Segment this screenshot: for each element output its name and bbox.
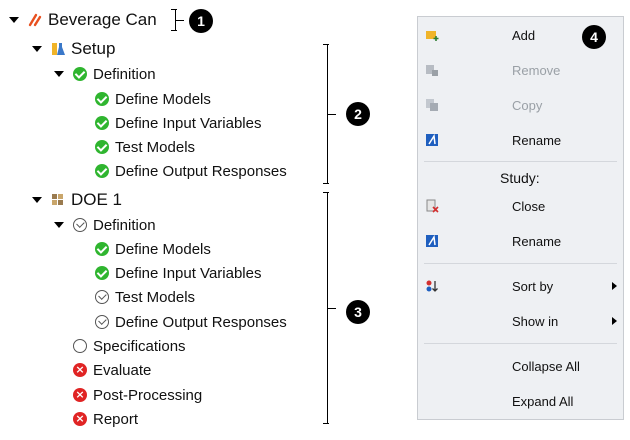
error-x-icon: × [72,387,88,403]
menu-item-expand-all[interactable]: Expand All [418,386,623,416]
sort-icon [426,280,438,292]
collapse-arrow-icon[interactable] [32,46,42,52]
tree-node-label: Define Input Variables [115,264,262,282]
tree-node-doe-define-models[interactable]: Define Models [94,237,211,261]
error-x-icon: × [72,362,88,378]
menu-item-label: Rename [512,233,562,249]
doe-cube-icon [50,192,66,208]
partial-check-icon [94,289,110,305]
tree-node-setup-define-input-variables[interactable]: Define Input Variables [94,111,261,135]
menu-item-rename-study[interactable]: Rename [418,226,623,256]
menu-item-label: Expand All [512,393,574,409]
collapse-arrow-icon[interactable] [54,71,64,77]
tree-node-label: Definition [93,65,156,83]
menu-item-sort-by[interactable]: Sort by [418,271,623,301]
tree-node-label: Define Models [115,90,211,108]
project-logo-icon [27,12,43,28]
context-menu: Add 4 Remove Copy Rename Study: Close Re… [417,16,624,420]
menu-item-label: Add [512,27,536,43]
tree-node-label: Definition [93,216,156,234]
menu-item-close[interactable]: Close [418,191,623,221]
tree-node-label: Setup [71,39,116,58]
tree-node-evaluate[interactable]: × Evaluate [72,358,151,382]
tree-node-label: Define Output Responses [115,162,287,180]
menu-item-label: Collapse All [512,358,580,374]
collapse-arrow-icon[interactable] [32,197,42,203]
tree-node-specifications[interactable]: Specifications [72,334,186,358]
complete-check-icon [94,163,110,179]
tree-node-label: Post-Processing [93,386,203,404]
callout-badge-4: 4 [582,25,606,49]
callout-badge-3: 3 [346,300,370,324]
tree-node-doe-define-output-responses[interactable]: Define Output Responses [94,310,287,334]
callout-badge-1: 1 [189,9,213,33]
tree-node-label: Test Models [115,138,196,156]
menu-separator [424,343,617,344]
menu-item-remove[interactable]: Remove [418,55,623,85]
tree-node-label: Specifications [93,337,186,355]
tree-node-report[interactable]: × Report [72,407,138,431]
menu-item-collapse-all[interactable]: Collapse All [418,351,623,381]
submenu-arrow-icon [612,282,617,290]
tree-node-doe-define-input-variables[interactable]: Define Input Variables [94,261,261,285]
tree-node-doe-test-models[interactable]: Test Models [94,285,195,309]
callout-badge-2: 2 [346,102,370,126]
complete-check-icon [94,265,110,281]
tree-node-root[interactable]: Beverage Can [9,8,157,32]
bracket [170,9,184,31]
tree-node-label: Define Input Variables [115,114,262,132]
menu-item-label: Copy [512,97,543,113]
tree-node-label: Report [93,410,139,428]
tree-node-label: Define Models [115,240,211,258]
tree-node-setup-test-models[interactable]: Test Models [94,135,195,159]
partial-check-icon [72,217,88,233]
tree-node-setup-define-output-responses[interactable]: Define Output Responses [94,159,287,183]
menu-item-label: Sort by [512,278,554,294]
tree-node-label: Define Output Responses [115,313,287,331]
tree-node-setup[interactable]: Setup [32,37,115,61]
complete-check-icon [94,115,110,131]
menu-item-add[interactable]: Add [418,20,623,50]
tree-node-label: DOE 1 [71,190,123,209]
tree-node-label: Evaluate [93,361,152,379]
collapse-arrow-icon[interactable] [54,222,64,228]
collapse-arrow-icon[interactable] [9,17,19,23]
tree-node-post-processing[interactable]: × Post-Processing [72,383,202,407]
menu-section-header: Study: [500,170,540,186]
bracket [321,44,336,184]
empty-circle-icon [72,338,88,354]
menu-item-copy[interactable]: Copy [418,90,623,120]
setup-flask-icon [50,41,66,57]
tree-node-doe-definition[interactable]: Definition [54,213,156,237]
bracket [321,192,336,424]
error-x-icon: × [72,411,88,427]
complete-check-icon [94,91,110,107]
menu-item-label: Rename [512,132,562,148]
menu-separator [424,161,617,162]
menu-item-show-in[interactable]: Show in [418,306,623,336]
partial-check-icon [94,314,110,330]
menu-item-label: Show in [512,313,559,329]
project-tree: Beverage Can 1 Setup Definition Define M… [0,0,400,440]
tree-node-label: Beverage Can [48,10,157,29]
complete-check-icon [94,241,110,257]
menu-item-label: Close [512,198,546,214]
tree-node-setup-define-models[interactable]: Define Models [94,87,211,111]
complete-check-icon [72,66,88,82]
rename-icon [426,133,438,146]
rename-icon [426,234,438,247]
menu-item-rename[interactable]: Rename [418,125,623,155]
menu-item-label: Remove [512,62,561,78]
remove-icon [426,65,438,76]
submenu-arrow-icon [612,317,617,325]
add-folder-icon [426,31,439,41]
complete-check-icon [94,139,110,155]
tree-node-label: Test Models [115,288,196,306]
close-study-icon [426,199,439,213]
tree-node-doe[interactable]: DOE 1 [32,188,122,212]
copy-icon [426,99,438,111]
menu-separator [424,263,617,264]
tree-node-setup-definition[interactable]: Definition [54,62,156,86]
